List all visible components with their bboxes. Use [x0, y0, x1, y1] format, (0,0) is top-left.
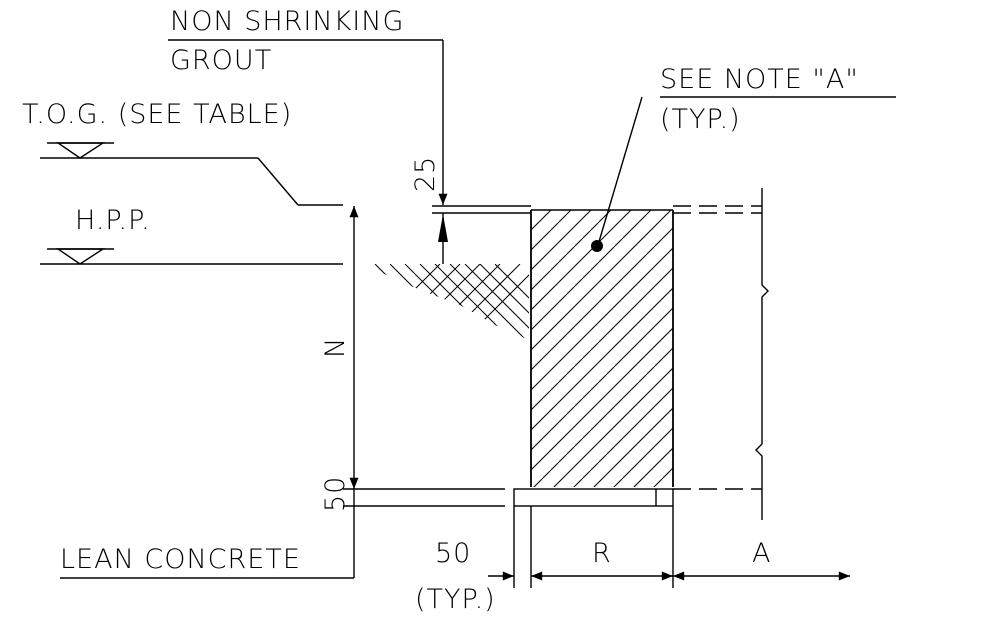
break-line — [755, 188, 769, 520]
note-a-leader — [591, 96, 896, 252]
grout-label-line1: NON SHRINKING — [170, 6, 404, 37]
note-a-label: SEE NOTE "A" — [660, 64, 859, 95]
a-dimension-label: A — [752, 538, 771, 569]
r-dimension-label: R — [592, 538, 612, 569]
bottom-dimensions — [488, 506, 850, 588]
tog-label: T.O.G. (SEE TABLE) — [22, 99, 292, 130]
leader-dot — [591, 240, 603, 252]
hpp-label: H.P.P. — [75, 205, 151, 236]
lean-concrete-label: LEAN CONCRETE — [60, 544, 301, 575]
offset-typ-label: (TYP.) — [415, 584, 496, 615]
soil-hatch — [368, 264, 529, 340]
grout-label-line2: GROUT — [170, 45, 272, 76]
tog-level-marker — [40, 142, 343, 206]
offset-dimension-value: 50 — [435, 538, 471, 569]
hpp-level-marker — [40, 248, 343, 265]
n-dimension-label: N — [320, 337, 351, 358]
column-section — [530, 209, 674, 487]
lean-concrete-slab — [343, 488, 674, 507]
dashed-extension-lines — [673, 205, 762, 490]
note-a-typ-label: (TYP.) — [660, 104, 741, 135]
grout-dimension-value: 25 — [410, 156, 441, 192]
grout-leader — [168, 39, 448, 205]
grout-thickness-dim — [438, 213, 448, 264]
lean-dimension-value: 50 — [320, 476, 351, 512]
lean-dimension — [60, 489, 355, 579]
